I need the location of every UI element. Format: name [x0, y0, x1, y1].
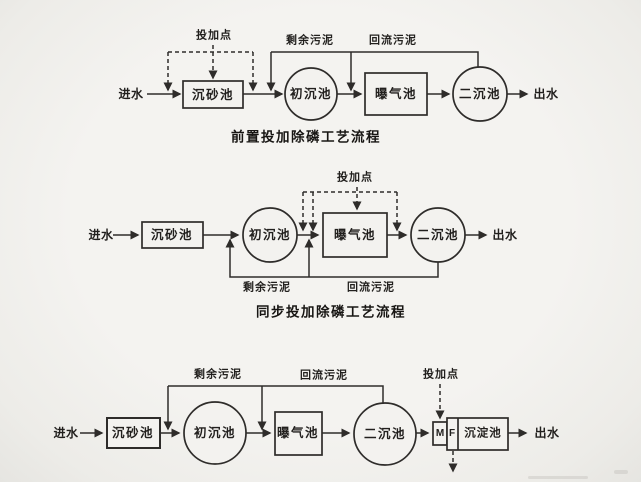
grit-chamber-label: 沉砂池 [111, 425, 155, 440]
excess-sludge-label: 剩余污泥 [194, 368, 242, 381]
aeration-tank-box [364, 72, 428, 116]
excess-sludge-label: 剩余污泥 [286, 34, 334, 47]
secondary-clarifier-circle [353, 402, 417, 466]
effluent-label: 出水 [534, 426, 560, 440]
primary-clarifier-label: 初沉池 [248, 227, 292, 242]
effluent-label: 出水 [533, 87, 559, 101]
secondary-clarifier-circle [452, 66, 508, 122]
diagram-bottom-shapes [106, 401, 509, 466]
secondary-clarifier-label: 二沉池 [416, 227, 460, 242]
diagram-top-title: 前置投加除磷工艺流程 [231, 129, 381, 145]
influent-label: 进水 [53, 426, 79, 440]
secondary-clarifier-label: 二沉池 [363, 426, 407, 441]
influent-label: 进水 [118, 87, 144, 101]
primary-clarifier-label: 初沉池 [193, 425, 237, 440]
primary-clarifier-label: 初沉池 [289, 86, 333, 101]
grit-chamber-label: 沉砂池 [150, 227, 194, 242]
scan-artifact [528, 476, 588, 479]
diagram-top-lines [147, 45, 529, 99]
dosing-point-label: 投加点 [196, 29, 232, 42]
grit-chamber-box [182, 80, 244, 109]
primary-clarifier-circle [284, 67, 338, 121]
scan-artifact [614, 470, 628, 474]
aeration-tank-label: 曝气池 [333, 227, 377, 242]
diagram-middle-shapes [141, 207, 466, 263]
primary-clarifier-circle [242, 207, 298, 263]
sedimentation-tank-label: 沉淀池 [464, 427, 502, 440]
aeration-tank-box [322, 212, 388, 258]
grit-chamber-box [141, 221, 204, 249]
excess-sludge-label: 剩余污泥 [243, 281, 291, 294]
flocculator-label: F [448, 428, 456, 439]
diagram-middle-title: 同步投加除磷工艺流程 [256, 304, 406, 320]
sludge-header-line [271, 51, 479, 68]
sludge-header-line [168, 385, 384, 403]
mixer-label: M [435, 428, 445, 439]
return-sludge-label: 回流污泥 [347, 281, 395, 294]
grit-chamber-box [106, 417, 161, 449]
sludge-return-line [225, 238, 439, 278]
effluent-label: 出水 [492, 228, 518, 242]
dosing-point-label: 投加点 [337, 171, 373, 184]
grit-chamber-label: 沉砂池 [191, 87, 235, 102]
diagram-top-shapes [182, 66, 508, 122]
diagram-middle-lines [113, 187, 488, 278]
influent-label: 进水 [88, 228, 114, 242]
return-sludge-label: 回流污泥 [300, 369, 348, 382]
aeration-tank-label: 曝气池 [276, 425, 320, 440]
aeration-tank-label: 曝气池 [374, 86, 418, 101]
dosing-point-label: 投加点 [423, 368, 459, 381]
aeration-tank-box [274, 411, 323, 456]
secondary-clarifier-circle [410, 207, 466, 263]
diagram-bottom-lines [80, 384, 528, 473]
secondary-clarifier-label: 二沉池 [458, 86, 502, 101]
return-sludge-label: 回流污泥 [369, 34, 417, 47]
primary-clarifier-circle [183, 401, 247, 465]
